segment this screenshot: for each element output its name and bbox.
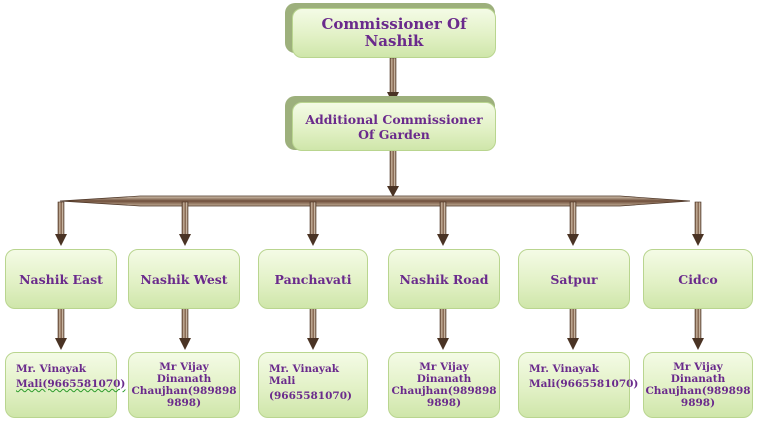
root-title: Commissioner Of Nashik [321, 15, 467, 50]
division-satpur: Satpur [518, 249, 630, 309]
contact-line: 9898) [680, 397, 716, 409]
division-nashik-road: Nashik Road [388, 249, 500, 309]
division-cidco: Cidco [643, 249, 753, 309]
contact-line: Mali(9665581070) [529, 378, 639, 390]
contact-nashik-road: Mr Vijay Dinanath Chaujhan(989898 9898) [388, 352, 500, 418]
level2-title-line2: Of Garden [358, 126, 430, 142]
division-nashik-west: Nashik West [128, 249, 240, 309]
contact-drops [55, 307, 704, 350]
connector-mid [389, 149, 397, 189]
contact-line: Mr Vijay [419, 361, 469, 373]
division-label: Panchavati [274, 271, 352, 287]
division-label: Nashik West [140, 271, 228, 287]
division-label: Satpur [550, 271, 598, 287]
division-drops [55, 201, 704, 246]
contact-nashik-west: Mr Vijay Dinanath Chaujhan(989898 9898) [128, 352, 240, 418]
level2-title-line1: Additional Commissioner [305, 111, 483, 127]
contact-line: Mr Vijay [159, 361, 209, 373]
contact-line: 9898) [166, 397, 202, 409]
division-label: Nashik Road [399, 271, 489, 287]
contact-satpur: Mr. Vinayak Mali(9665581070) [518, 352, 638, 418]
contact-cidco: Mr Vijay Dinanath Chaujhan(989898 9898) [643, 352, 753, 418]
horizontal-bar [59, 195, 691, 207]
root-node: Commissioner Of Nashik [292, 8, 496, 58]
contact-line: Dinanath [416, 373, 472, 385]
division-label: Cidco [678, 271, 718, 287]
contact-nashik-east: Mr. Vinayak Mali(9665581070) [5, 352, 125, 418]
contact-line: Mr. Vinayak [16, 363, 87, 375]
contact-panchavati: Mr. Vinayak Mali (9665581070) [258, 352, 368, 418]
connector-root [389, 57, 397, 95]
contact-line: (9665581070) [269, 390, 352, 402]
contact-line: Mr Vijay [673, 361, 723, 373]
contact-line: 9898) [426, 397, 462, 409]
contact-line: Chaujhan(989898 [391, 385, 497, 397]
contact-line: Mr. Vinayak Mali [269, 363, 340, 387]
contact-line: Chaujhan(989898 [645, 385, 751, 397]
contact-line: Dinanath [156, 373, 212, 385]
additional-commissioner-node: Additional Commissioner Of Garden [292, 102, 496, 151]
arrowhead-mid [387, 186, 399, 197]
contact-line: Chaujhan(989898 [131, 385, 237, 397]
contact-line: Mali(9665581070) [16, 378, 126, 390]
division-nashik-east: Nashik East [5, 249, 117, 309]
division-label: Nashik East [19, 271, 103, 287]
contact-line: Mr. Vinayak [529, 363, 600, 375]
contact-line: Dinanath [670, 373, 726, 385]
division-panchavati: Panchavati [258, 249, 368, 309]
